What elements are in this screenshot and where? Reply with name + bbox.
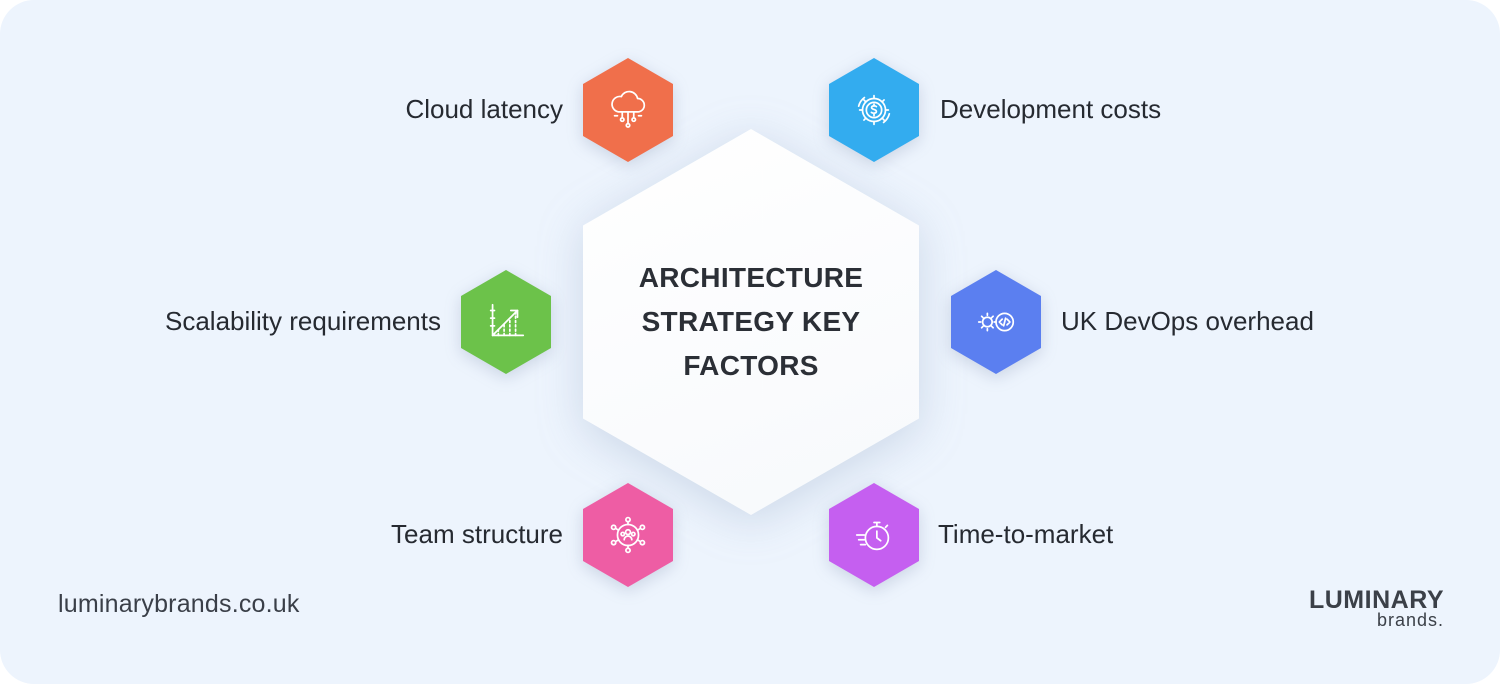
stopwatch-icon (855, 521, 890, 551)
factor-label-scalability-requirements: Scalability requirements (164, 306, 441, 336)
factor-label-development-costs: Development costs (940, 94, 1162, 124)
luminary-brands-logo: LUMINARY brands. (1268, 586, 1444, 632)
center-hexagon: ARCHITECTURE STRATEGY KEY FACTORS (583, 129, 919, 515)
uk-devops-overhead-hexagon (951, 270, 1041, 374)
factor-label-cloud-latency: Cloud latency (405, 94, 563, 124)
cloud-latency-hexagon (583, 58, 673, 162)
team-structure-hexagon (583, 483, 673, 587)
cloud-network-icon (611, 90, 646, 128)
center-title: ARCHITECTURE STRATEGY KEY FACTORS (638, 262, 864, 381)
factor-label-team-structure: Team structure (391, 519, 563, 549)
scalability-requirements-hexagon (461, 270, 551, 374)
logo-subword: brands. (1376, 610, 1444, 630)
team-network-icon (610, 516, 646, 554)
development-costs-hexagon (829, 58, 919, 162)
devops-gear-code-icon (977, 312, 1015, 332)
website-url: luminarybrands.co.uk (58, 590, 300, 618)
growth-chart-icon (489, 303, 525, 337)
factor-label-uk-devops-overhead: UK DevOps overhead (1061, 306, 1314, 336)
logo-wordmark: LUMINARY (1308, 586, 1444, 614)
gear-dollar-icon (857, 94, 891, 126)
factor-label-time-to-market: Time-to-market (938, 519, 1114, 549)
time-to-market-hexagon (829, 483, 919, 587)
